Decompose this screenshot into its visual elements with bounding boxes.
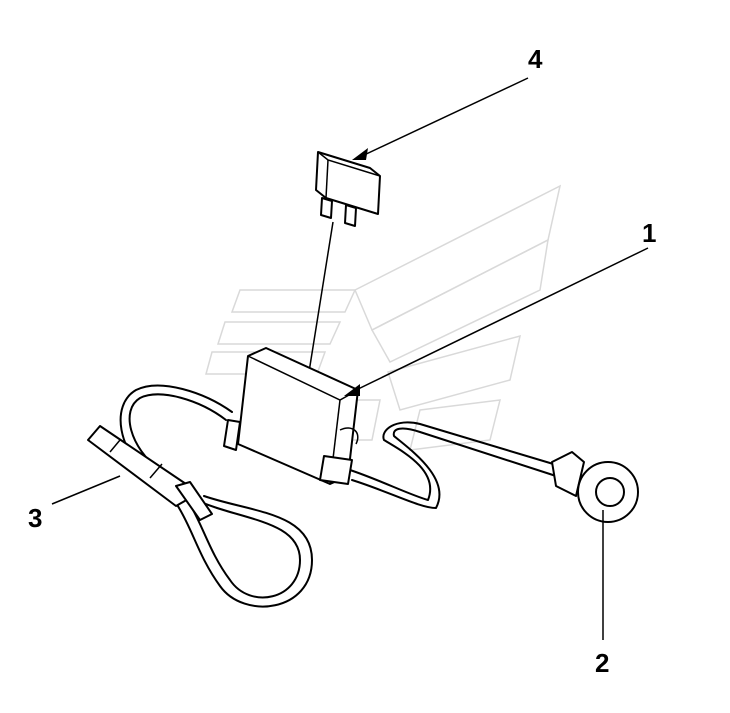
ring-terminal — [551, 451, 639, 523]
callout-label-1: 1 — [642, 218, 657, 248]
callout-label-4: 4 — [528, 44, 543, 74]
leader-line-1 — [344, 247, 649, 396]
callout-label-3: 3 — [28, 503, 43, 533]
leader-line-3 — [51, 475, 121, 505]
inline-connector — [87, 425, 213, 521]
callout-label-2: 2 — [595, 648, 610, 678]
wire-harness — [119, 384, 561, 608]
leader-line-4 — [352, 77, 529, 160]
fuse-holder — [223, 347, 359, 485]
fuse-guide-line — [308, 221, 334, 373]
blade-fuse — [315, 151, 381, 227]
